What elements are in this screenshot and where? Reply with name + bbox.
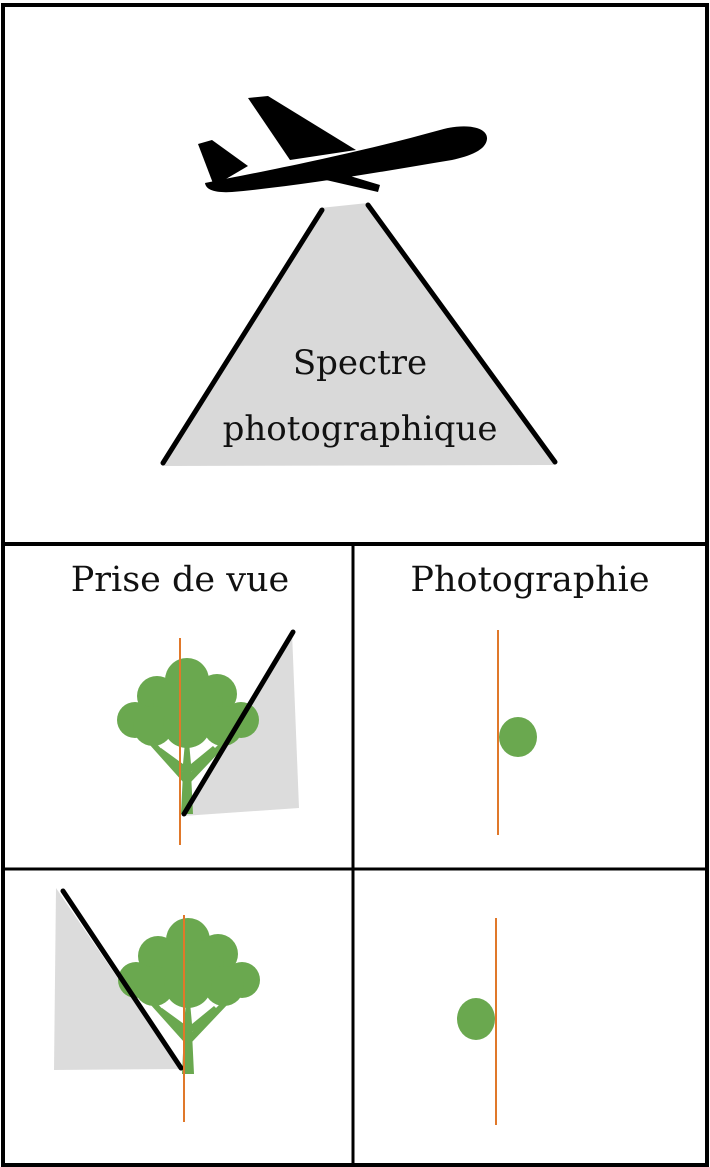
- photographic-cone: [162, 203, 555, 466]
- capture-cell-row1: [117, 629, 299, 845]
- cone-label-line2: photographique: [222, 409, 498, 449]
- cone-left-edge: [160, 207, 325, 466]
- photo-dot-icon: [499, 717, 537, 757]
- photo-cell-row2: [457, 918, 497, 1125]
- outer-frame: [1, 3, 709, 1167]
- view-ray-row1: [181, 629, 296, 817]
- photo-cell-row1: [497, 630, 537, 835]
- column-title-photographie: Photographie: [410, 560, 650, 600]
- cone-label-line1: Spectre: [292, 343, 428, 383]
- capture-cell-row2: [54, 888, 260, 1122]
- top-panel: [160, 96, 558, 466]
- field-of-view-row2: [54, 888, 180, 1070]
- view-ray-row2: [60, 888, 184, 1071]
- column-title-prise-de-vue: Prise de vue: [70, 560, 290, 600]
- cone-right-edge: [365, 202, 558, 465]
- airplane-icon: [198, 96, 488, 193]
- photo-dot-icon: [457, 998, 495, 1040]
